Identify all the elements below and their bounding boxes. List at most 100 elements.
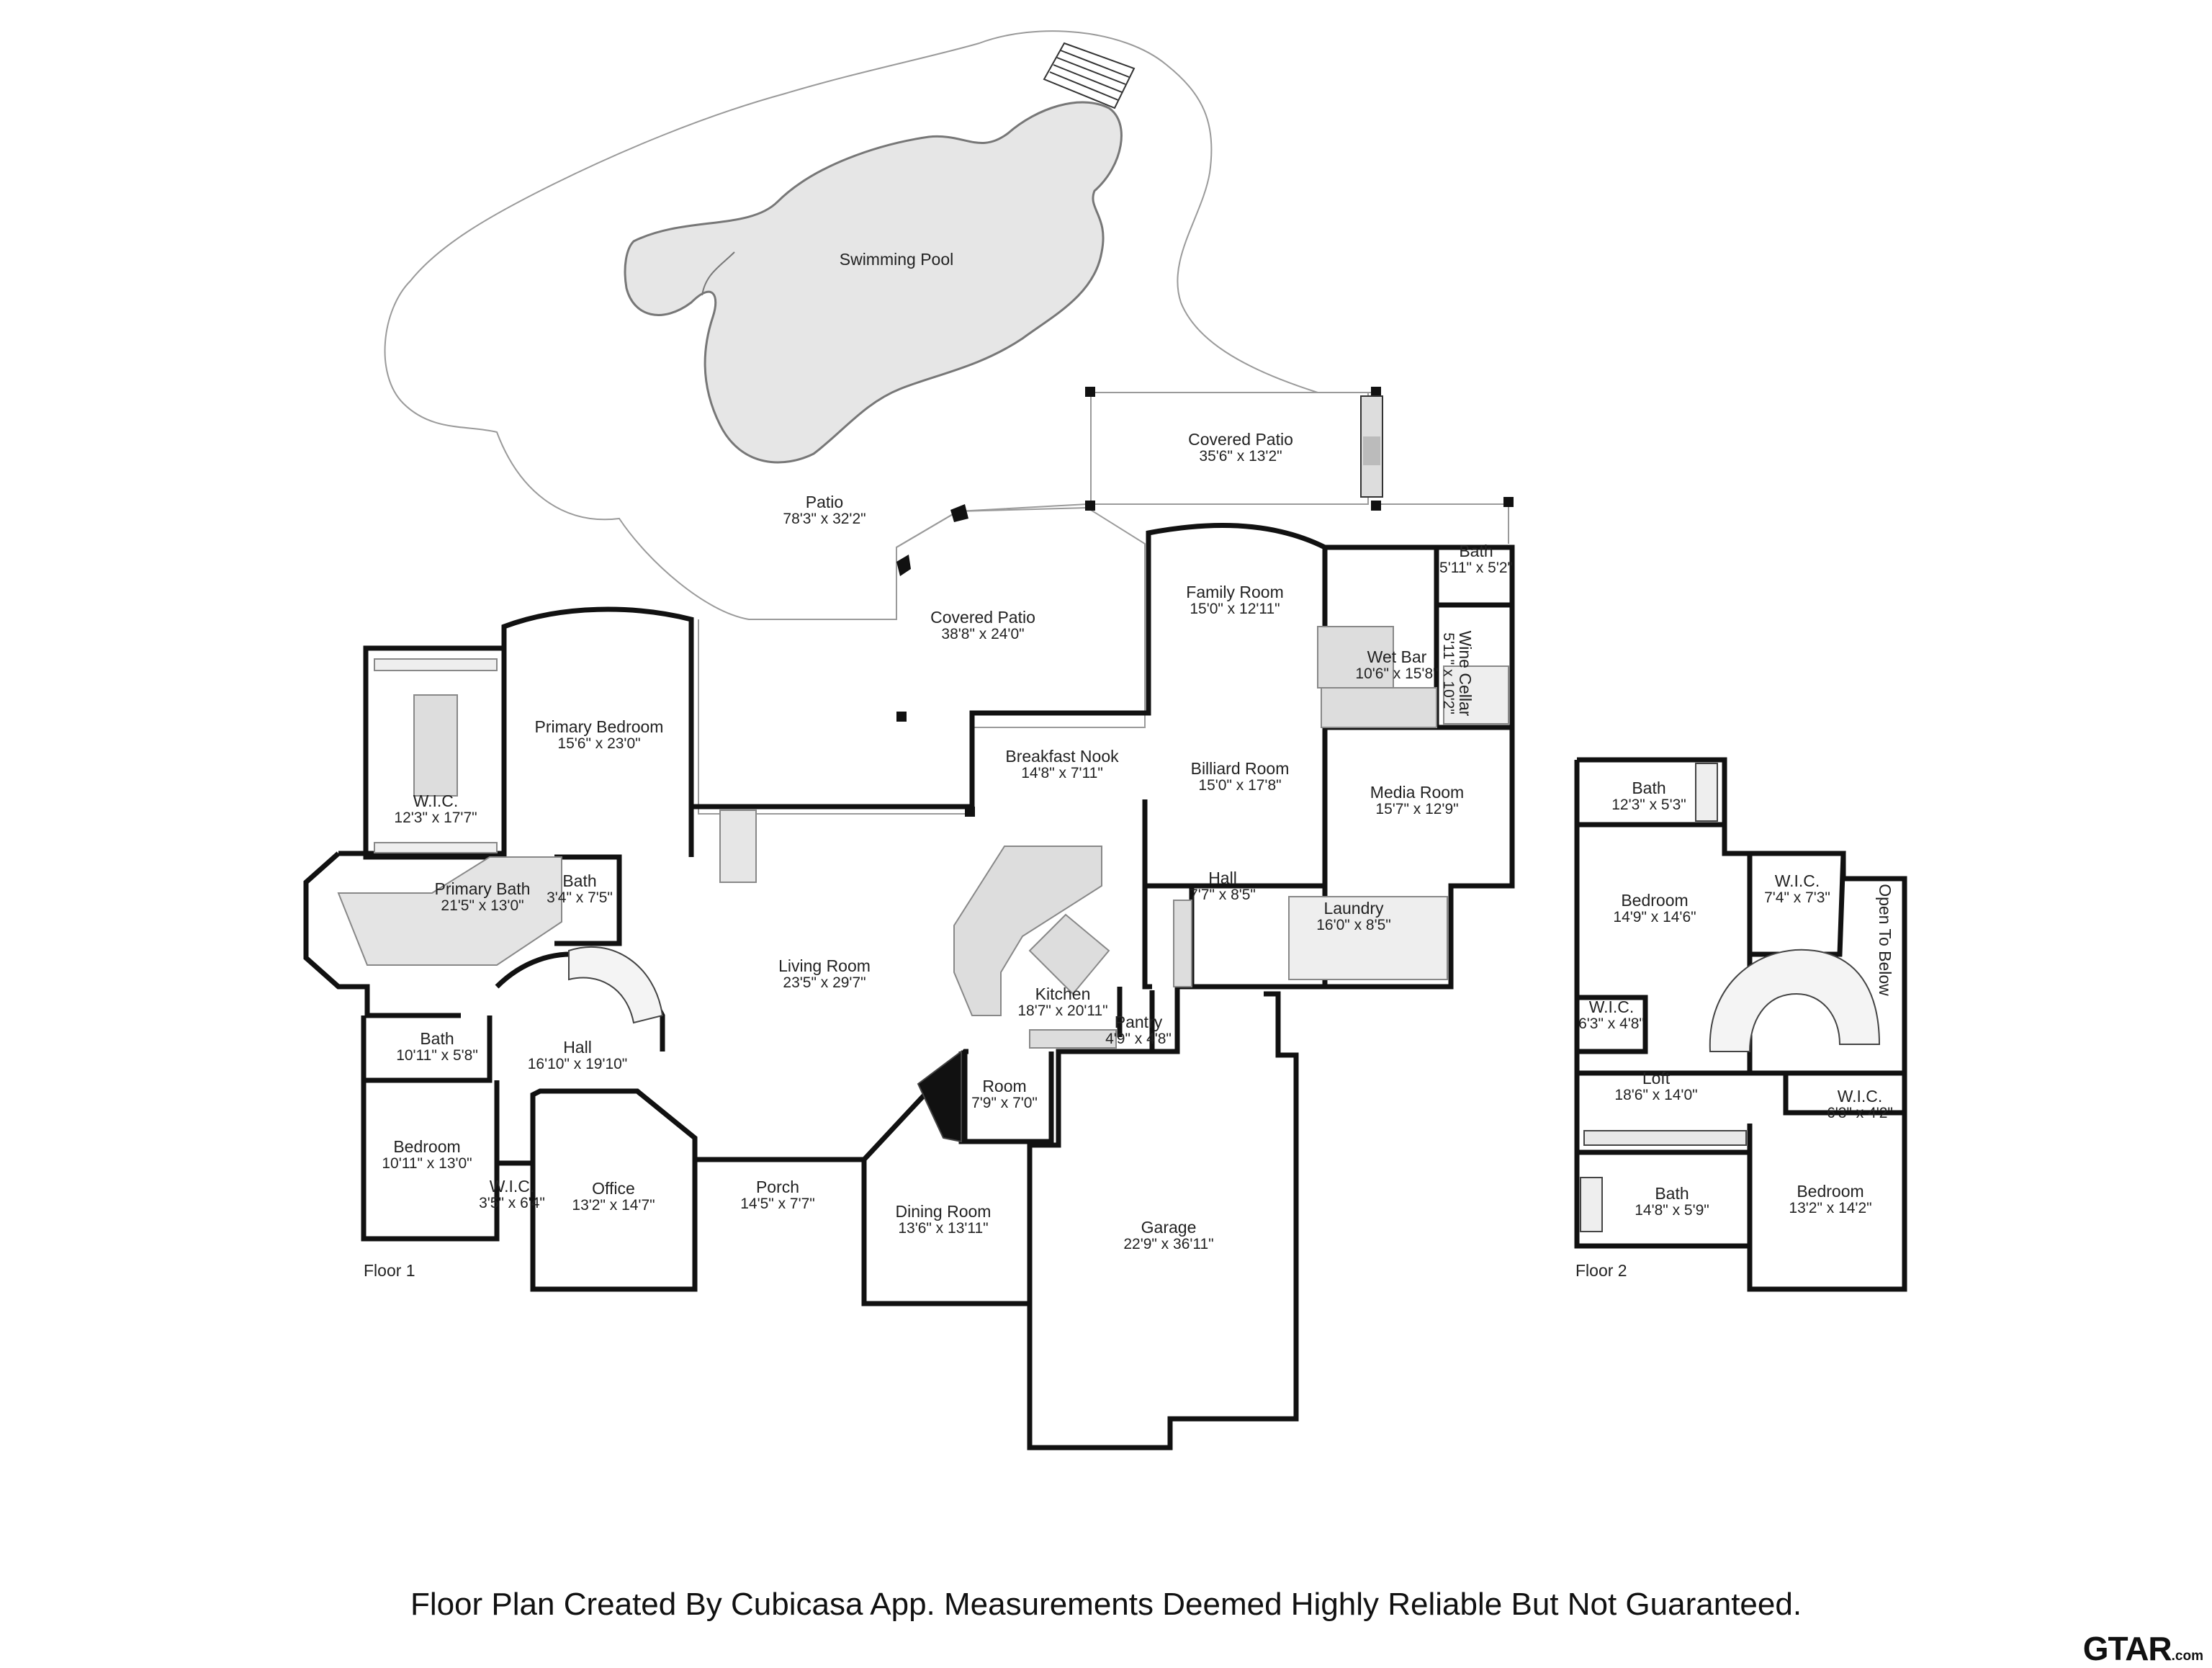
room-name: Wet Bar: [1367, 647, 1427, 666]
room-name: Bath: [1459, 542, 1493, 560]
room-name: Primary Bath: [435, 879, 531, 898]
room-dimensions: 12'3" x 5'3": [1611, 797, 1686, 813]
pool-steps: [1043, 42, 1136, 109]
room-dimensions: 13'6" x 13'11": [898, 1220, 988, 1237]
floor2-label: Floor 2: [1575, 1261, 1627, 1280]
room-name: Bath: [420, 1029, 454, 1048]
room-name: Garage: [1141, 1218, 1197, 1237]
room-label-wic-primary: W.I.C.12'3" x 17'7": [394, 792, 477, 826]
room-dimensions: 23'5" x 29'7": [783, 974, 866, 991]
patio-columns: [896, 387, 1514, 817]
room-name: Billiard Room: [1191, 759, 1290, 778]
room-dimensions: 13'2" x 14'2": [1789, 1200, 1871, 1216]
covered-patio-outline: [698, 506, 1146, 815]
room-dimensions: 10'11" x 13'0": [382, 1155, 472, 1172]
room-name: Covered Patio: [1188, 430, 1293, 449]
room-name: Dining Room: [896, 1202, 992, 1221]
room-name: Living Room: [778, 956, 871, 975]
room-name: W.I.C.: [490, 1177, 535, 1196]
room-dimensions: 6'3" x 4'8": [1578, 1015, 1645, 1032]
disclaimer-text: Floor Plan Created By Cubicasa App. Meas…: [410, 1587, 1802, 1622]
covered-patio-east-outline: [1090, 392, 1509, 544]
room-dimensions: 7'4" x 7'3": [1764, 889, 1830, 906]
room-name: W.I.C.: [1775, 871, 1820, 890]
room-name: Family Room: [1186, 583, 1283, 601]
room-dimensions: 16'10" x 19'10": [528, 1056, 628, 1072]
room-dimensions: 14'8" x 7'11": [1021, 765, 1103, 781]
floor1-fixtures: [337, 626, 1509, 1049]
room-name: Covered Patio: [930, 608, 1035, 627]
room-name: Bedroom: [1797, 1182, 1863, 1201]
room-dimensions: 15'0" x 12'11": [1190, 601, 1280, 617]
room-dimensions: 3'5" x 6'4": [479, 1195, 545, 1211]
room-dimensions: 78'3" x 32'2": [783, 511, 866, 527]
room-dimensions: 38'8" x 24'0": [941, 626, 1024, 642]
room-dimensions: 7'7" x 8'5": [1190, 887, 1256, 903]
room-dimensions: 35'6" x 13'2": [1199, 448, 1282, 465]
room-dimensions: 10'11" x 5'8": [396, 1047, 478, 1064]
room-name: Bedroom: [1621, 891, 1688, 910]
floor1-walls: [303, 523, 1515, 1450]
room-name: Office: [592, 1179, 635, 1198]
room-dimensions: 12'3" x 17'7": [394, 810, 477, 826]
room-name: Loft: [1642, 1069, 1671, 1088]
room-name: Laundry: [1323, 899, 1384, 918]
room-name: Primary Bedroom: [535, 717, 664, 736]
room-name: Open To Below: [1876, 884, 1894, 996]
room-name: Bath: [1632, 779, 1665, 797]
room-dimensions: 6'3" x 4'2": [1827, 1105, 1893, 1121]
room-label-swimming-pool: Swimming Pool: [840, 250, 954, 269]
room-label-wic-f2-a: W.I.C.7'4" x 7'3": [1764, 871, 1830, 906]
room-dimensions: 5'11" x 5'2": [1439, 560, 1513, 576]
room-dimensions: 14'9" x 14'6": [1613, 909, 1696, 925]
room-name: Breakfast Nook: [1005, 747, 1119, 766]
room-dimensions: 15'6" x 23'0": [557, 735, 640, 752]
floor1-label: Floor 1: [364, 1261, 415, 1280]
room-label-wic-f2-c: W.I.C.6'3" x 4'2": [1827, 1087, 1893, 1121]
room-name: Patio: [806, 493, 843, 511]
pool-shape: [624, 101, 1123, 464]
room-dimensions: 15'7" x 12'9": [1375, 801, 1458, 817]
room-dimensions: 14'5" x 7'7": [740, 1196, 815, 1212]
room-name: Kitchen: [1035, 985, 1091, 1003]
room-dimensions: 22'9" x 36'11": [1123, 1236, 1213, 1252]
floor2-fixtures: [1580, 763, 1881, 1232]
room-name: Swimming Pool: [840, 250, 954, 269]
room-name: Pantry: [1115, 1013, 1163, 1031]
room-dimensions: 4'9" x 4'8": [1105, 1031, 1172, 1047]
floor1-stairs: [568, 946, 962, 1143]
room-name: W.I.C.: [1589, 997, 1635, 1016]
patio-outline: [384, 30, 1369, 620]
room-dimensions: 14'8" x 5'9": [1635, 1202, 1709, 1219]
room-dimensions: 13'2" x 14'7": [572, 1197, 655, 1214]
brand-tld: .com: [2171, 1649, 2203, 1664]
room-name: Porch: [756, 1178, 799, 1196]
room-name: W.I.C.: [1838, 1087, 1883, 1106]
room-name: Bath: [1655, 1184, 1689, 1203]
brand-logo: GTAR.com: [2083, 1629, 2203, 1668]
room-label-wic-f1: W.I.C.3'5" x 6'4": [479, 1177, 545, 1211]
